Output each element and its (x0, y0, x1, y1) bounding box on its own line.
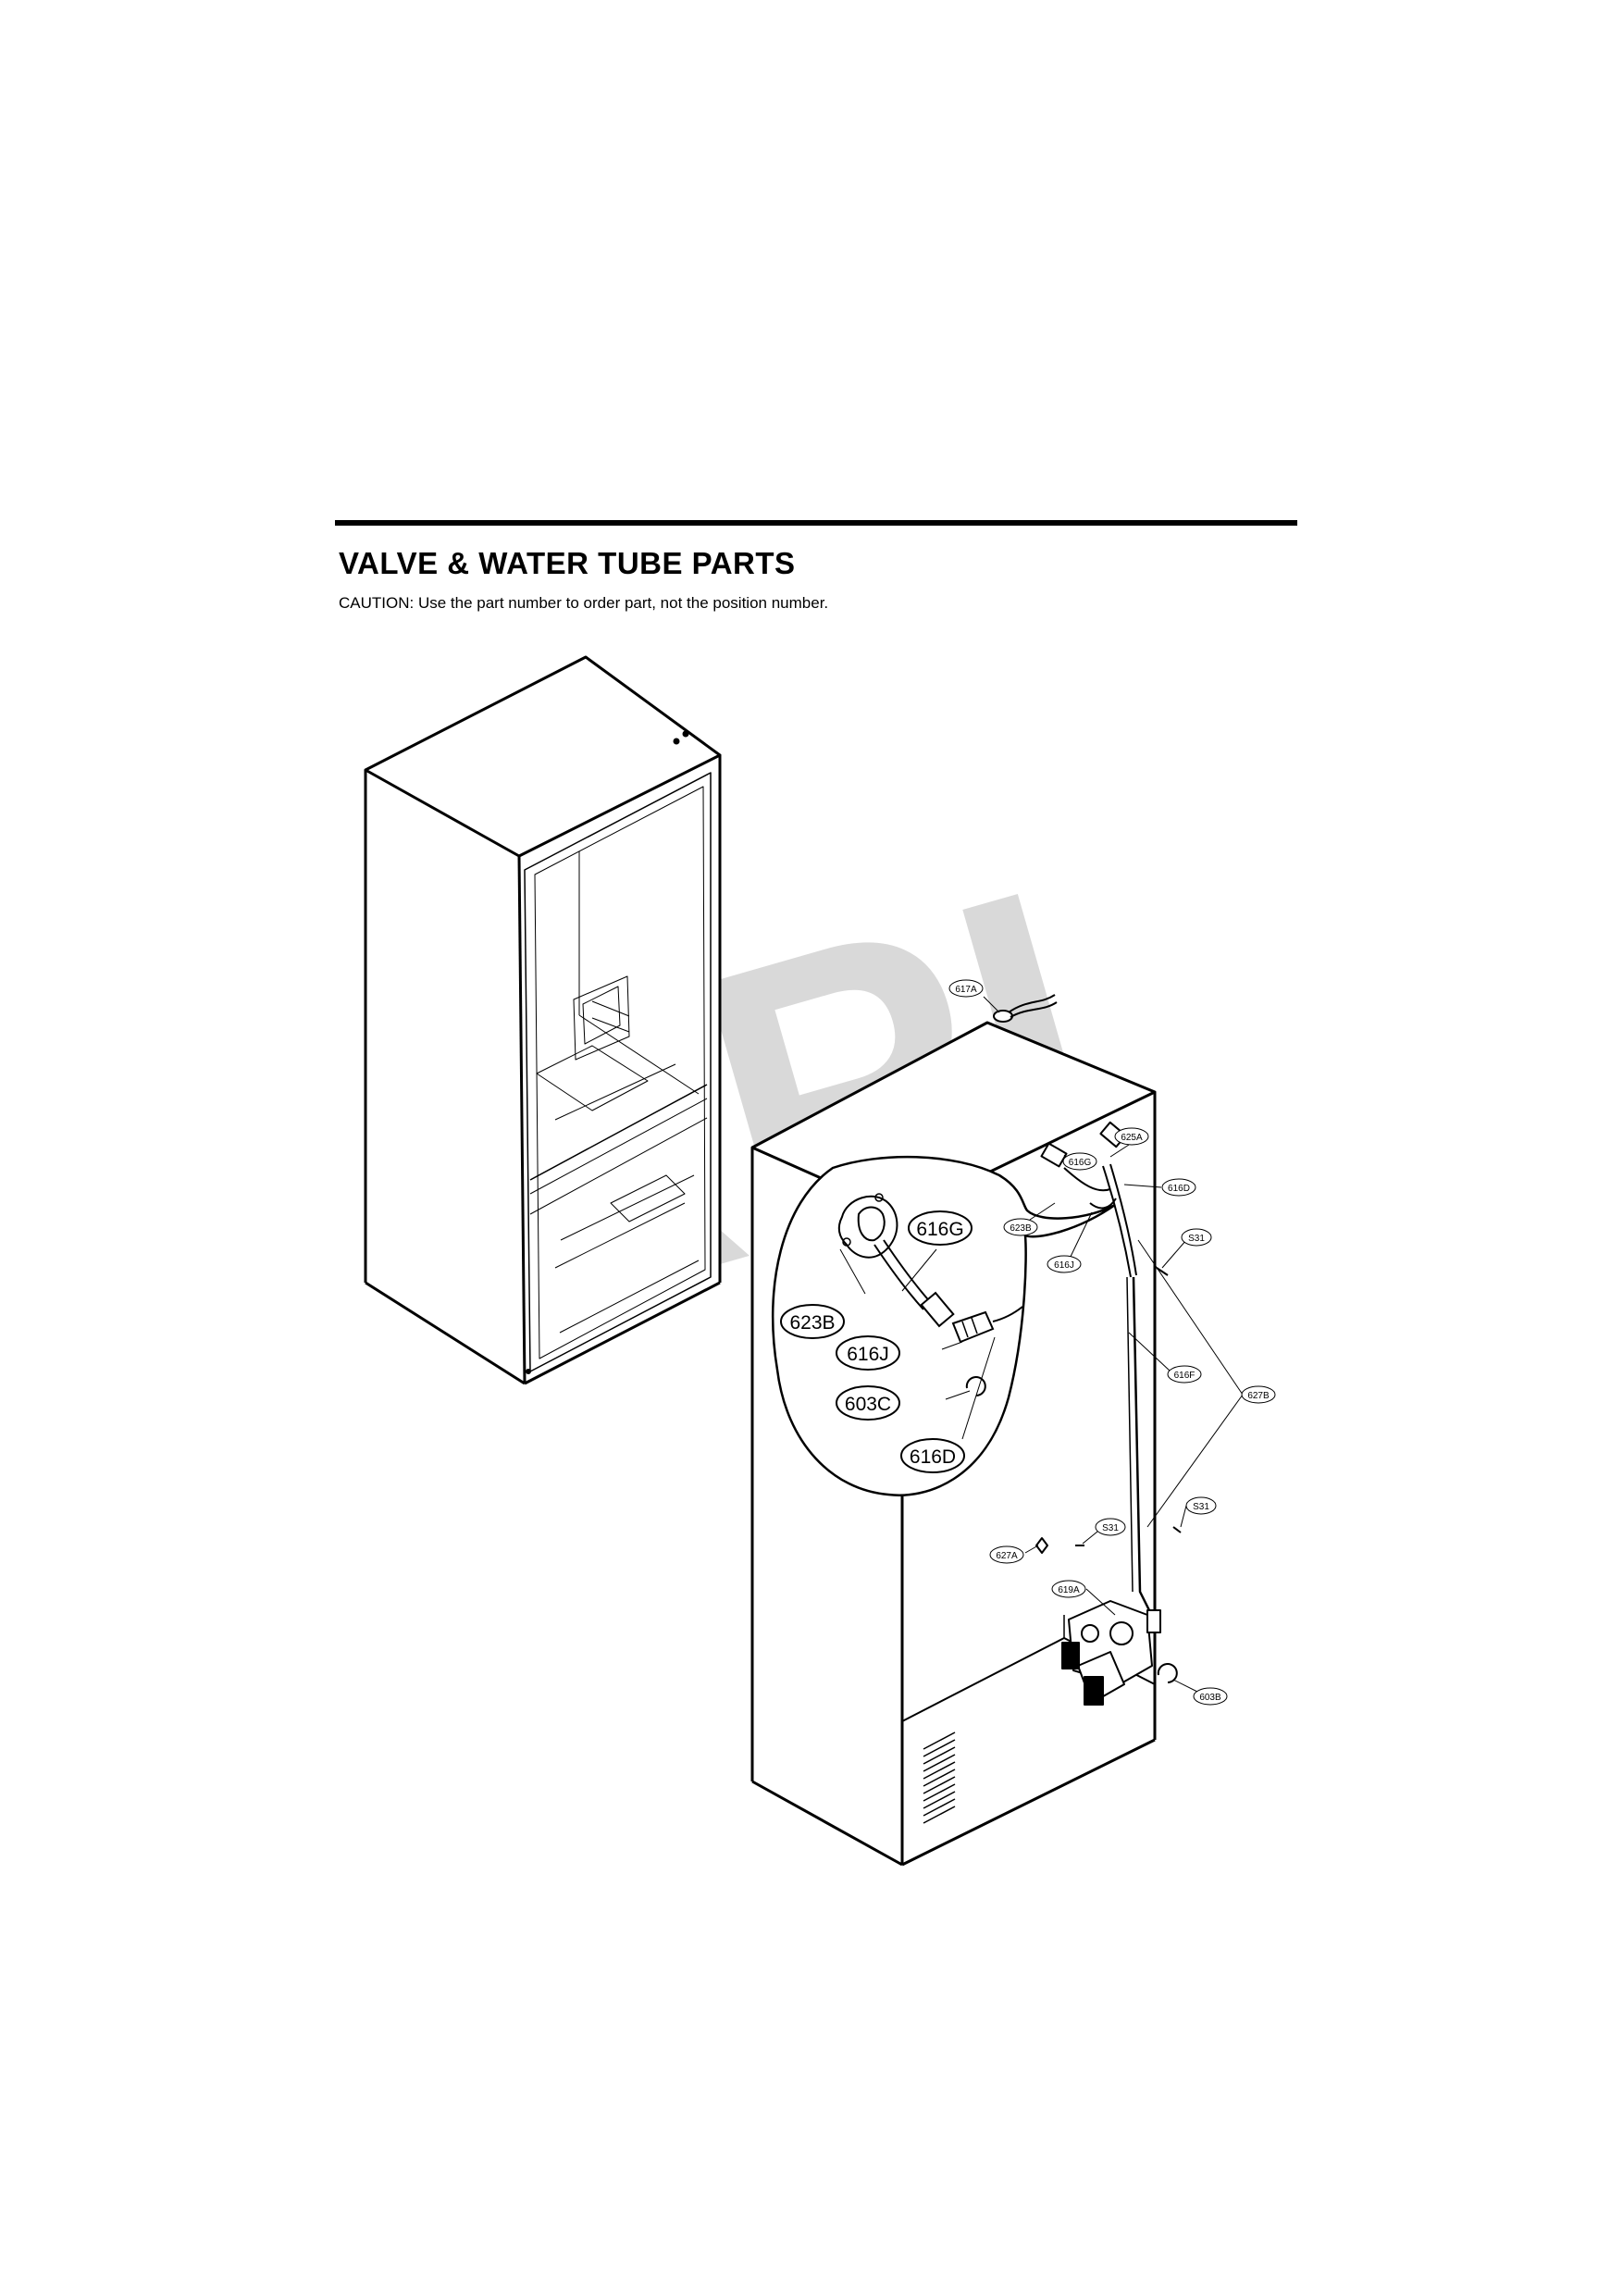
callout-S31-upper: S31 (1181, 1228, 1212, 1247)
page-title: VALVE & WATER TUBE PARTS (339, 546, 796, 580)
svg-text:617A: 617A (955, 985, 977, 995)
detail-callout-623B: 623B (780, 1304, 845, 1339)
svg-text:619A: 619A (1058, 1585, 1080, 1595)
callout-616G: 616G (1062, 1152, 1097, 1171)
callout-603B: 603B (1193, 1687, 1228, 1706)
detail-callout-616J: 616J (836, 1335, 900, 1371)
svg-text:616J: 616J (1054, 1260, 1074, 1271)
callout-625A: 625A (1114, 1127, 1149, 1146)
svg-text:616G: 616G (916, 1219, 963, 1240)
callout-623B: 623B (1003, 1218, 1038, 1236)
svg-text:623B: 623B (1010, 1223, 1032, 1234)
svg-text:S31: S31 (1188, 1234, 1205, 1244)
detail-callout-616D: 616D (900, 1438, 965, 1473)
callout-leaders (983, 996, 1244, 1694)
svg-text:S31: S31 (1102, 1523, 1119, 1533)
svg-text:627B: 627B (1247, 1391, 1270, 1401)
svg-text:616J: 616J (847, 1344, 889, 1365)
callout-S31-right: S31 (1185, 1496, 1217, 1515)
detail-callout-603C: 603C (836, 1385, 900, 1421)
callout-616J: 616J (1047, 1255, 1082, 1273)
callout-S31-left: S31 (1095, 1518, 1126, 1536)
svg-text:616D: 616D (1168, 1184, 1190, 1194)
callout-616F: 616F (1167, 1365, 1202, 1384)
svg-text:616D: 616D (910, 1446, 956, 1468)
detail-callout-616G: 616G (908, 1210, 973, 1246)
svg-text:603C: 603C (845, 1394, 891, 1415)
svg-text:625A: 625A (1121, 1133, 1143, 1143)
cabinet-front-view (364, 655, 722, 1385)
header-rule (335, 520, 1297, 526)
svg-text:S31: S31 (1193, 1502, 1209, 1512)
svg-text:623B: 623B (789, 1312, 835, 1334)
callout-627A: 627A (989, 1545, 1024, 1564)
callout-619A: 619A (1051, 1580, 1086, 1598)
callout-616D: 616D (1161, 1178, 1196, 1197)
svg-text:616F: 616F (1174, 1371, 1196, 1381)
svg-text:627A: 627A (996, 1551, 1018, 1561)
callout-627B: 627B (1241, 1385, 1276, 1404)
caution-note: CAUTION: Use the part number to order pa… (339, 594, 829, 612)
callout-617A: 617A (948, 979, 984, 998)
svg-text:603B: 603B (1199, 1693, 1221, 1703)
svg-text:616G: 616G (1069, 1158, 1092, 1168)
